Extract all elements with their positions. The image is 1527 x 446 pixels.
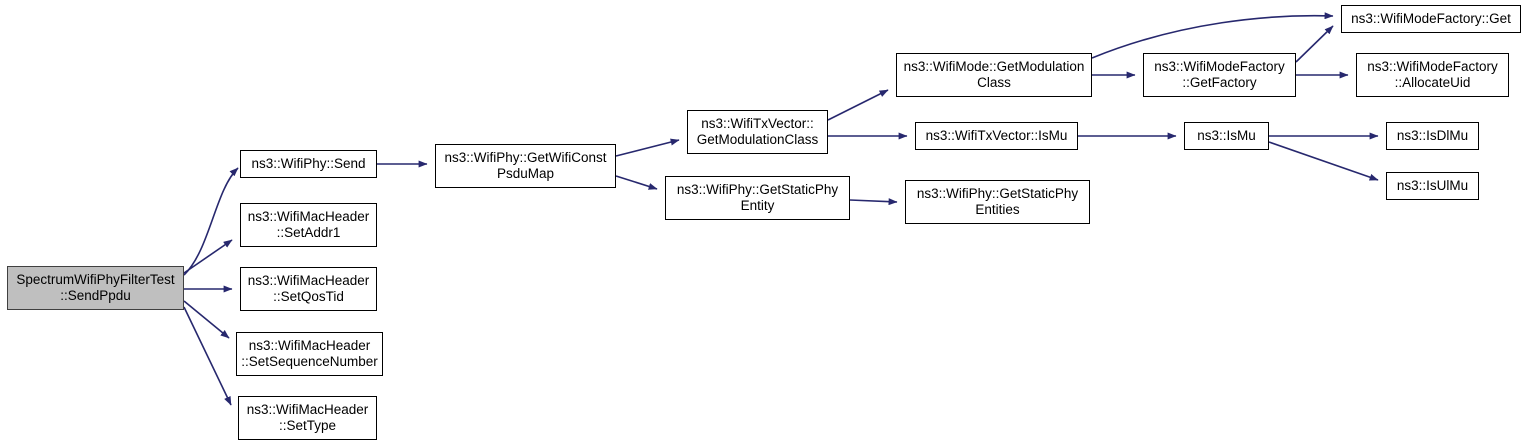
graph-node-label: ns3::WifiMode::GetModulation Class	[903, 59, 1085, 90]
graph-node-label: ns3::WifiMacHeader ::SetAddr1	[247, 209, 370, 240]
graph-edge-sendppdu-to-wifiphy-send	[183, 167, 239, 276]
graph-node-factory-get[interactable]: ns3::WifiModeFactory::Get	[1341, 5, 1521, 33]
graph-node-sendppdu[interactable]: SpectrumWifiPhyFilterTest ::SendPpdu	[7, 266, 184, 310]
graph-node-setqostid[interactable]: ns3::WifiMacHeader ::SetQosTid	[240, 267, 377, 311]
graph-node-isulmu[interactable]: ns3::IsUlMu	[1386, 172, 1479, 200]
graph-node-label: ns3::WifiPhy::GetWifiConst PsduMap	[444, 150, 607, 181]
graph-node-ismu[interactable]: ns3::IsMu	[1184, 122, 1269, 150]
graph-edge-wifimode-getmodulationclass-to-factory-get	[1091, 12, 1334, 59]
graph-node-label: ns3::WifiPhy::GetStaticPhy Entity	[676, 182, 839, 213]
graph-edge-getwificonstpsdumap-to-txvector-getmodulationclass	[615, 138, 680, 157]
graph-node-label: ns3::WifiPhy::GetStaticPhy Entities	[916, 186, 1079, 217]
graph-edge-sendppdu-to-setaddr1	[183, 239, 233, 274]
graph-node-label: ns3::WifiMacHeader ::SetType	[246, 402, 369, 433]
graph-node-label: ns3::WifiTxVector:: GetModulationClass	[696, 116, 819, 147]
graph-node-label: ns3::IsUlMu	[1396, 178, 1469, 193]
graph-node-label: ns3::IsMu	[1197, 128, 1256, 143]
graph-edge-getfactory-to-factory-get	[1295, 25, 1334, 63]
graph-edge-txvector-getmodulationclass-to-wifimode-getmodulationclass	[827, 89, 889, 121]
graph-node-label: SpectrumWifiPhyFilterTest ::SendPpdu	[16, 272, 175, 303]
graph-node-wifiphy-send[interactable]: ns3::WifiPhy::Send	[240, 150, 377, 178]
graph-node-allocateuid[interactable]: ns3::WifiModeFactory ::AllocateUid	[1356, 53, 1509, 97]
graph-node-label: ns3::WifiPhy::Send	[251, 156, 366, 171]
graph-edge-getwificonstpsdumap-to-getstaticphyentity	[615, 175, 658, 190]
graph-edge-sendppdu-to-settype	[183, 306, 232, 406]
graph-node-label: ns3::WifiMacHeader ::SetQosTid	[247, 273, 370, 304]
graph-node-getfactory[interactable]: ns3::WifiModeFactory ::GetFactory	[1143, 53, 1296, 97]
graph-edge-sendppdu-to-setsequencenumber	[183, 300, 230, 339]
graph-node-label: ns3::WifiMacHeader ::SetSequenceNumber	[241, 338, 378, 369]
graph-node-label: ns3::IsDlMu	[1396, 128, 1469, 143]
graph-node-label: ns3::WifiModeFactory::Get	[1351, 11, 1511, 26]
graph-edge-ismu-to-isulmu	[1268, 141, 1379, 181]
graph-edge-getstaticphyentity-to-getstaticphyentities	[849, 198, 898, 206]
graph-node-getwificonstpsdumap[interactable]: ns3::WifiPhy::GetWifiConst PsduMap	[435, 144, 616, 188]
graph-node-isdlmu[interactable]: ns3::IsDlMu	[1386, 122, 1479, 150]
graph-node-wifimode-getmodulationclass[interactable]: ns3::WifiMode::GetModulation Class	[896, 53, 1092, 97]
graph-node-getstaticphyentity[interactable]: ns3::WifiPhy::GetStaticPhy Entity	[665, 176, 850, 220]
graph-node-txvector-getmodulationclass[interactable]: ns3::WifiTxVector:: GetModulationClass	[687, 110, 828, 154]
graph-node-txvector-ismu[interactable]: ns3::WifiTxVector::IsMu	[915, 122, 1078, 150]
graph-node-settype[interactable]: ns3::WifiMacHeader ::SetType	[238, 396, 377, 440]
graph-node-label: ns3::WifiTxVector::IsMu	[925, 128, 1068, 143]
graph-node-getstaticphyentities[interactable]: ns3::WifiPhy::GetStaticPhy Entities	[905, 180, 1090, 224]
graph-node-setsequencenumber[interactable]: ns3::WifiMacHeader ::SetSequenceNumber	[236, 332, 383, 376]
graph-node-label: ns3::WifiModeFactory ::AllocateUid	[1367, 59, 1498, 90]
graph-node-setaddr1[interactable]: ns3::WifiMacHeader ::SetAddr1	[240, 203, 377, 247]
graph-node-label: ns3::WifiModeFactory ::GetFactory	[1154, 59, 1285, 90]
